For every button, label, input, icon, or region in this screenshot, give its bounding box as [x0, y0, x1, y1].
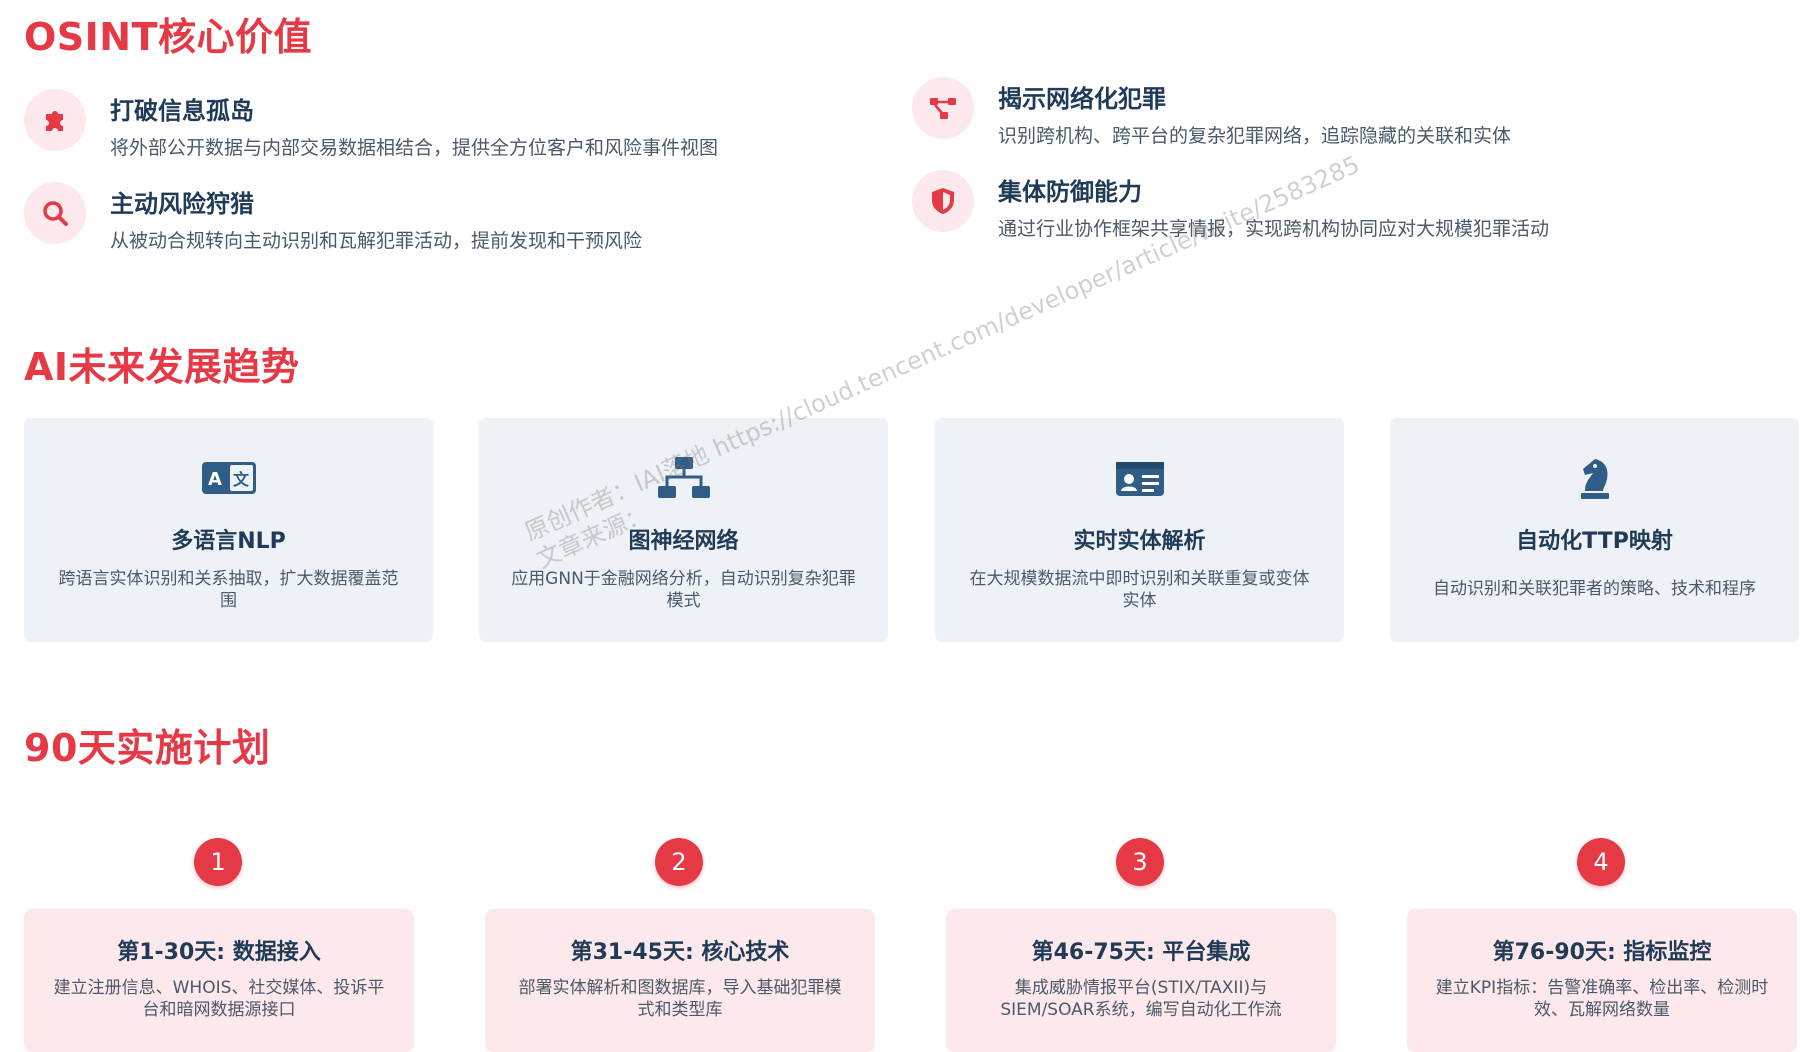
trend-desc: 应用GNN于金融网络分析，自动识别复杂犯罪模式 — [511, 569, 856, 611]
value-item-collective-defense: 集体防御能力 通过行业协作框架共享情报，实现跨机构协同应对大规模犯罪活动 — [912, 170, 1732, 250]
plan-section-title: 90天实施计划 — [24, 726, 271, 770]
value-desc: 通过行业协作框架共享情报，实现跨机构协同应对大规模犯罪活动 — [998, 218, 1550, 240]
value-item-networked-crime: 揭示网络化犯罪 识别跨机构、跨平台的复杂犯罪网络，追踪隐藏的关联和实体 — [912, 77, 1732, 157]
step-number: 4 — [1577, 838, 1625, 886]
network-icon — [912, 77, 974, 139]
value-title: 主动风险狩猎 — [110, 190, 254, 218]
plan-title: 第46-75天: 平台集成 — [1031, 940, 1251, 965]
id-card-icon — [1110, 452, 1170, 504]
step-number: 2 — [655, 838, 703, 886]
value-title: 集体防御能力 — [998, 178, 1142, 206]
ai-section-title: AI未来发展趋势 — [24, 345, 300, 389]
plan-desc: 建立KPI指标：告警准确率、检出率、检测时效、瓦解网络数量 — [1435, 978, 1769, 1020]
osint-section-title: OSINT核心价值 — [24, 15, 313, 59]
plan-title: 第1-30天: 数据接入 — [117, 940, 321, 965]
search-icon — [24, 182, 86, 244]
plan-card-platform-integration: 第46-75天: 平台集成 集成威胁情报平台(STIX/TAXII)与SIEM/… — [946, 909, 1336, 1052]
trend-card-ttp-mapping: 自动化TTP映射 自动识别和关联犯罪者的策略、技术和程序 — [1390, 418, 1799, 642]
shield-icon — [912, 170, 974, 232]
plan-desc: 建立注册信息、WHOIS、社交媒体、投诉平台和暗网数据源接口 — [53, 978, 385, 1020]
plan-desc: 集成威胁情报平台(STIX/TAXII)与SIEM/SOAR系统，编写自动化工作… — [1000, 978, 1282, 1020]
puzzle-icon — [24, 89, 86, 151]
step-number: 3 — [1116, 838, 1164, 886]
value-desc: 将外部公开数据与内部交易数据相结合，提供全方位客户和风险事件视图 — [110, 137, 719, 159]
trend-title: 图神经网络 — [628, 529, 739, 554]
value-title: 打破信息孤岛 — [110, 97, 254, 125]
trend-card-entity-resolution: 实时实体解析 在大规模数据流中即时识别和关联重复或变体实体 — [935, 418, 1344, 642]
trend-card-gnn: 图神经网络 应用GNN于金融网络分析，自动识别复杂犯罪模式 — [479, 418, 888, 642]
trend-title: 自动化TTP映射 — [1516, 529, 1673, 554]
trend-desc: 跨语言实体识别和关系抽取，扩大数据覆盖范围 — [58, 569, 399, 611]
trend-desc: 在大规模数据流中即时识别和关联重复或变体实体 — [969, 569, 1310, 611]
plan-card-core-tech: 第31-45天: 核心技术 部署实体解析和图数据库，导入基础犯罪模式和类型库 — [485, 909, 875, 1052]
plan-title: 第31-45天: 核心技术 — [570, 940, 790, 965]
value-item-break-silos: 打破信息孤岛 将外部公开数据与内部交易数据相结合，提供全方位客户和风险事件视图 — [24, 89, 844, 169]
trend-title: 实时实体解析 — [1073, 529, 1206, 554]
value-title: 揭示网络化犯罪 — [998, 85, 1166, 113]
plan-card-kpi-monitoring: 第76-90天: 指标监控 建立KPI指标：告警准确率、检出率、检测时效、瓦解网… — [1407, 909, 1797, 1052]
plan-desc: 部署实体解析和图数据库，导入基础犯罪模式和类型库 — [518, 978, 842, 1020]
chess-knight-icon — [1565, 452, 1625, 504]
value-item-risk-hunting: 主动风险狩猎 从被动合规转向主动识别和瓦解犯罪活动，提前发现和干预风险 — [24, 182, 844, 262]
svg-text:A: A — [208, 469, 222, 490]
plan-card-data-ingestion: 第1-30天: 数据接入 建立注册信息、WHOIS、社交媒体、投诉平台和暗网数据… — [24, 909, 414, 1052]
trend-desc: 自动识别和关联犯罪者的策略、技术和程序 — [1433, 579, 1756, 599]
step-number: 1 — [194, 838, 242, 886]
plan-title: 第76-90天: 指标监控 — [1492, 940, 1712, 965]
svg-text:文: 文 — [232, 470, 249, 489]
value-desc: 从被动合规转向主动识别和瓦解犯罪活动，提前发现和干预风险 — [110, 230, 643, 252]
value-desc: 识别跨机构、跨平台的复杂犯罪网络，追踪隐藏的关联和实体 — [998, 125, 1512, 147]
trend-title: 多语言NLP — [171, 529, 286, 554]
sitemap-icon — [654, 452, 714, 504]
